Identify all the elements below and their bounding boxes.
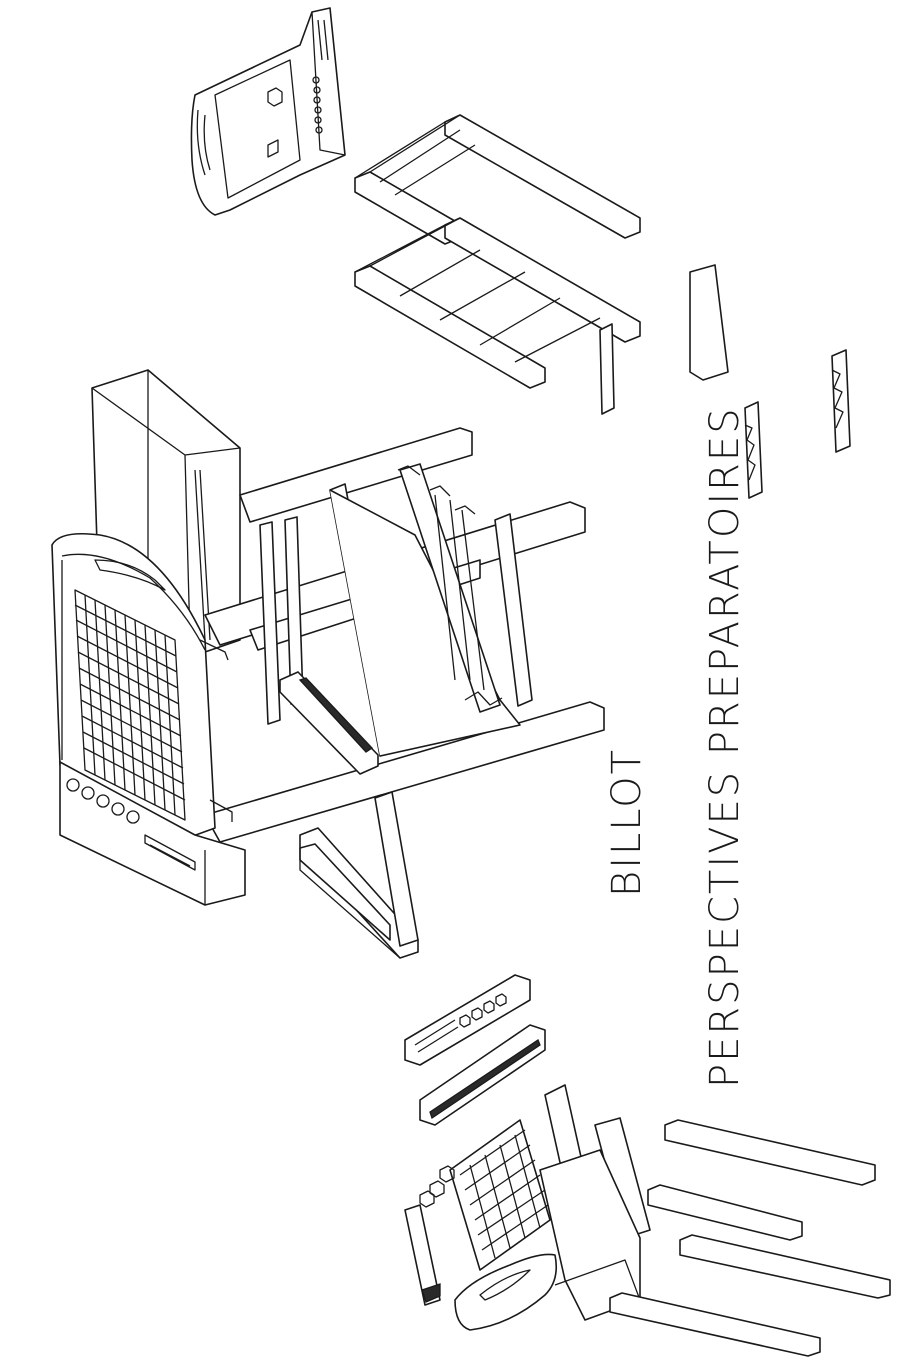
drawing-subtitle: PERSPECTIVES PREPARATOIRES (702, 406, 748, 1088)
exploded-parts-view (404, 974, 891, 1357)
billot-assembled-view (51, 369, 605, 959)
drawing-title: BILLOT (604, 747, 650, 897)
board-end-piece-view (190, 7, 346, 216)
frame-exploded-view (354, 114, 851, 499)
